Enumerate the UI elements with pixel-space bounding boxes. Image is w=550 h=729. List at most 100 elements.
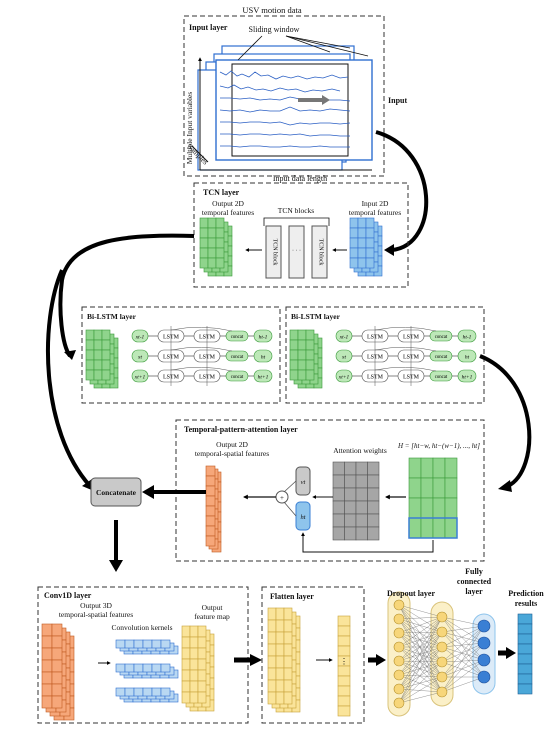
grid-cell (215, 247, 225, 259)
vector-cell (337, 695, 351, 707)
connection (398, 616, 443, 620)
grid-cell (267, 679, 277, 693)
kernel-cell (142, 639, 153, 649)
grid-cell (275, 667, 285, 681)
connection (398, 604, 443, 663)
grid-cell (51, 635, 63, 649)
grid-cell (267, 643, 277, 657)
ht-to-sum-line (283, 501, 297, 517)
window-pointer (237, 35, 263, 61)
grid-cell (283, 655, 293, 669)
dropout-node (436, 656, 448, 668)
bilstm-to-tpa-arrow (479, 354, 532, 488)
attention-weights-label: Attention weights (333, 446, 387, 455)
state-curve (170, 347, 233, 352)
dropout-node (393, 627, 405, 639)
prediction-title-2: results (515, 599, 538, 608)
grid-cell (85, 339, 95, 351)
dropout-node (436, 671, 448, 683)
grid-cell (41, 671, 53, 685)
tpa-out-label-2: temporal-spatial features (195, 449, 269, 458)
flatten-input-features (267, 607, 301, 713)
grid-cell (275, 607, 285, 621)
tpa-to-concat-arrowhead (142, 485, 154, 499)
connection (398, 604, 443, 648)
signal-sheet-front (215, 59, 373, 161)
connection (441, 616, 485, 661)
kernel-cell (115, 687, 126, 697)
fc-node (477, 619, 491, 633)
grid-cell (349, 217, 359, 229)
concat-node-label: concat (231, 335, 244, 340)
grid-cell (420, 497, 434, 519)
lstm-cell-label: LSTM (199, 355, 216, 361)
connection (441, 625, 485, 663)
connection (398, 691, 443, 704)
tcn-out-label-2: temporal features (202, 208, 254, 217)
connection (398, 631, 443, 690)
input-node-label: xt (341, 355, 346, 361)
grid-cell (344, 487, 357, 502)
grid-cell (205, 535, 216, 547)
grid-cell (41, 659, 53, 673)
grid-cell (215, 257, 225, 269)
tcn-to-bilstm-arrow (58, 233, 195, 358)
bilstm-title-1: Bi-LSTM layer (87, 312, 137, 321)
grid-cell (297, 369, 307, 381)
state-curve (170, 367, 233, 372)
connection (398, 616, 443, 634)
signal-trace (219, 84, 341, 93)
ht-row-highlight (408, 517, 458, 539)
connection (398, 632, 443, 663)
grid-cell (365, 217, 375, 229)
input-to-tcn-arrow (375, 130, 429, 252)
grid-cell (344, 474, 357, 489)
grid-cell (332, 500, 345, 515)
grid-cell (355, 487, 368, 502)
connection (398, 618, 443, 678)
tcn-output-features (199, 217, 233, 277)
grid-cell (101, 349, 111, 361)
grid-cell (199, 227, 209, 239)
sum-symbol: + (280, 494, 284, 502)
grid-cell (367, 487, 380, 502)
dropout-node (393, 599, 405, 611)
connection (398, 632, 443, 648)
grid-cell (197, 647, 207, 660)
connection (398, 604, 443, 618)
kernel-cell (133, 639, 144, 649)
connection (441, 631, 485, 678)
dropout-node (393, 613, 405, 625)
connection (398, 618, 443, 633)
prediction-cell (517, 643, 533, 655)
input-layer-frame (183, 15, 385, 177)
grid-cell (344, 513, 357, 528)
connection (398, 646, 443, 690)
window-pointer (285, 35, 369, 57)
grid-cell (355, 526, 368, 541)
dropout-column-1 (387, 591, 411, 717)
grid-cell (432, 477, 446, 499)
grid-cell (275, 655, 285, 669)
fc-to-prediction-arrowhead (506, 647, 516, 659)
grid-cell (181, 691, 191, 704)
prediction-cell (517, 613, 533, 625)
grid-cell (275, 691, 285, 705)
grid-cell (267, 631, 277, 645)
connection (398, 631, 443, 634)
connection (398, 660, 443, 663)
grid-cell (297, 329, 307, 341)
grid-cell (344, 500, 357, 515)
input-side-label: Input (388, 96, 407, 105)
grid-cell (305, 339, 315, 351)
hidden-states-matrix (408, 457, 458, 539)
grid-cell (215, 217, 225, 229)
conv-to-flatten-arrowhead (250, 654, 262, 666)
connection (398, 646, 443, 704)
conv-output-feature-map (181, 625, 215, 712)
kernels-label: Convolution kernels (111, 623, 172, 632)
convolution-kernels (115, 639, 179, 703)
connection (398, 616, 443, 704)
connection (398, 616, 443, 690)
grid-cell (199, 237, 209, 249)
